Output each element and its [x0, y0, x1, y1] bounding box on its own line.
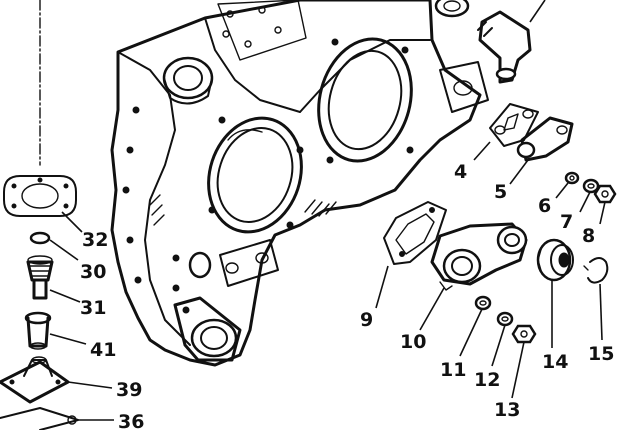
label-4: 4 — [454, 161, 467, 183]
spline-nut-part-14 — [536, 238, 574, 282]
gasket-part-4 — [489, 103, 539, 147]
label-9: 9 — [360, 309, 373, 331]
label-6: 6 — [538, 195, 551, 217]
washer-part-6 — [564, 171, 580, 185]
gasket-part-36 — [0, 407, 79, 430]
label-14: 14 — [542, 351, 568, 373]
label-41: 41 — [90, 339, 116, 361]
label-7: 7 — [560, 211, 573, 233]
label-5: 5 — [494, 181, 507, 203]
plug-part-30 — [29, 231, 51, 245]
part-number-labels: 32 30 31 41 39 36 4 5 6 7 8 9 10 11 12 1… — [80, 161, 614, 430]
label-39: 39 — [116, 379, 142, 401]
lockwasher-part-12 — [496, 311, 514, 327]
bevel-gear-part-31 — [26, 255, 54, 300]
label-15: 15 — [588, 343, 614, 365]
manifold-part-10 — [430, 222, 528, 291]
label-31: 31 — [80, 297, 106, 319]
leader-lines — [49, 141, 606, 421]
bushing-part-41 — [24, 311, 52, 350]
snap-ring-part-15 — [583, 257, 609, 284]
gasket-part-9 — [383, 201, 447, 265]
label-10: 10 — [400, 331, 426, 353]
lockwasher-part-7 — [582, 178, 600, 194]
label-32: 32 — [82, 229, 108, 251]
washer-part-11 — [474, 295, 492, 311]
label-12: 12 — [474, 369, 500, 391]
label-36: 36 — [118, 411, 144, 430]
label-13: 13 — [494, 399, 520, 421]
nut-part-13 — [511, 324, 537, 344]
main-housing — [110, 0, 489, 367]
label-30: 30 — [80, 261, 106, 283]
cap-part-39 — [0, 356, 70, 404]
gasket-part-32 — [3, 175, 77, 217]
nut-part-8 — [593, 184, 617, 204]
label-8: 8 — [582, 225, 595, 247]
label-11: 11 — [440, 359, 466, 381]
elbow-fitting — [477, 0, 546, 84]
cover-plate-part-5 — [516, 116, 574, 162]
